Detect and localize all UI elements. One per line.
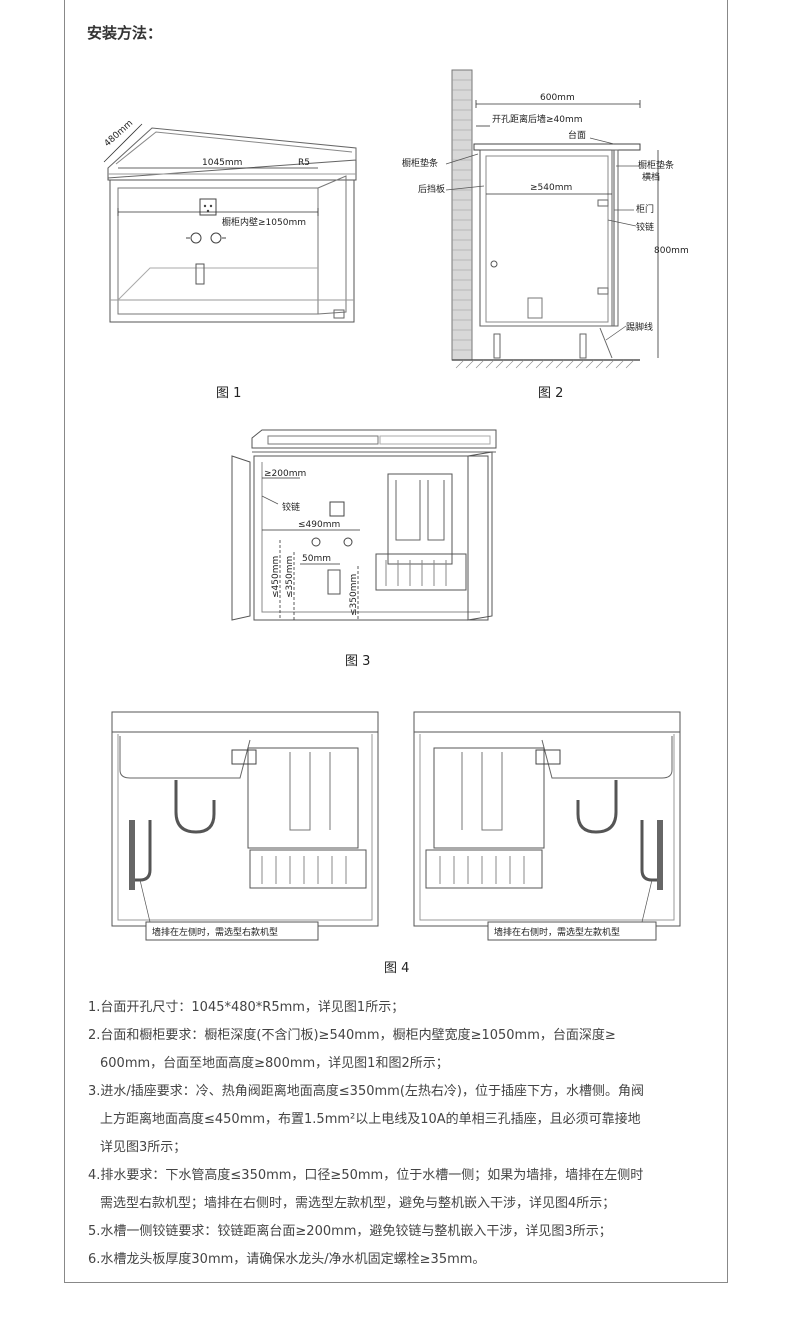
fig2-label-kick: 踢脚线 [626,321,653,333]
note-line: 详见图3所示； [100,1140,187,1155]
fig4-left-note: 墙排在左侧时，需选型右款机型 [152,926,278,938]
figure-2-caption: 图 2 [538,386,564,401]
page-frame [64,0,728,1283]
fig3-dim-50: 50mm [302,554,331,564]
figure-3-caption: 图 3 [345,654,371,669]
fig2-dim-top: 600mm [540,93,575,103]
fig3-dim-200: ≥200mm [264,469,306,479]
fig2-dim-hole: 开孔距离后墙≥40mm [492,113,583,125]
fig2-label-door: 柜门 [636,203,654,215]
page-title: 安装方法： [87,24,163,42]
fig2-dim-540: ≥540mm [530,183,572,193]
fig2-label-hinge: 铰链 [636,221,654,233]
fig1-dim-depth: 480mm [103,118,135,149]
note-line: 6.水槽龙头板厚度30mm，请确保水龙头/净水机固定螺栓≥35mm。 [88,1252,486,1267]
figure-2-side-section [445,69,659,369]
figure-4-caption: 图 4 [384,961,410,976]
fig1-dim-width: 1045mm [202,158,242,168]
fig2-dim-height: 800mm [654,246,689,256]
figure-1-cabinet [103,123,357,323]
figure-3-open-cabinet [231,429,497,621]
note-line: 上方距离地面高度≤450mm，布置1.5mm²以上电线及10A的单相三孔插座，且… [100,1112,641,1127]
fig1-dim-radius: R5 [298,158,310,168]
fig3-dim-350b: ≤350mm [349,574,359,616]
fig3-dim-450: ≤450mm [271,556,281,598]
installation-notes: 1.台面开孔尺寸：1045*480*R5mm，详见图1所示； 2.台面和橱柜要求… [88,994,708,1274]
note-line: 3.进水/插座要求：冷、热角阀距离地面高度≤350mm(左热右冷)，位于插座下方… [88,1084,644,1099]
fig3-dim-490: ≤490mm [298,520,340,530]
figure-4-right-wall-drain [413,711,681,941]
figure-1-caption: 图 1 [216,386,242,401]
note-line: 2.台面和橱柜要求：橱柜深度(不含门板)≥540mm，橱柜内壁宽度≥1050mm… [88,1028,616,1043]
figure-4-left-wall-drain [111,711,379,941]
fig1-dim-inner: 橱柜内壁≥1050mm [222,216,306,228]
fig2-label-counter: 台面 [568,129,586,141]
note-line: 600mm，台面至地面高度≥800mm，详见图1和图2所示； [100,1056,449,1071]
fig2-label-backboard: 后挡板 [418,183,445,195]
note-line: 需选型右款机型；墙排在右侧时，需选型左款机型，避免与整机嵌入干涉，详见图4所示； [100,1196,616,1211]
fig2-label-pad-left: 橱柜垫条 [402,157,438,169]
note-line: 5.水槽一侧铰链要求：铰链距离台面≥200mm，避免铰链与整机嵌入干涉，详见图3… [88,1224,612,1239]
fig3-dim-350a: ≤350mm [285,556,295,598]
fig3-label-hinge: 铰链 [282,501,300,513]
fig2-label-pad-right: 橱柜垫条 [638,159,674,171]
fig2-label-rail: 横档 [642,171,660,183]
fig4-right-note: 墙排在右侧时，需选型左款机型 [494,926,620,938]
note-line: 4.排水要求：下水管高度≤350mm，口径≥50mm，位于水槽一侧；如果为墙排，… [88,1168,644,1183]
note-line: 1.台面开孔尺寸：1045*480*R5mm，详见图1所示； [88,1000,405,1015]
